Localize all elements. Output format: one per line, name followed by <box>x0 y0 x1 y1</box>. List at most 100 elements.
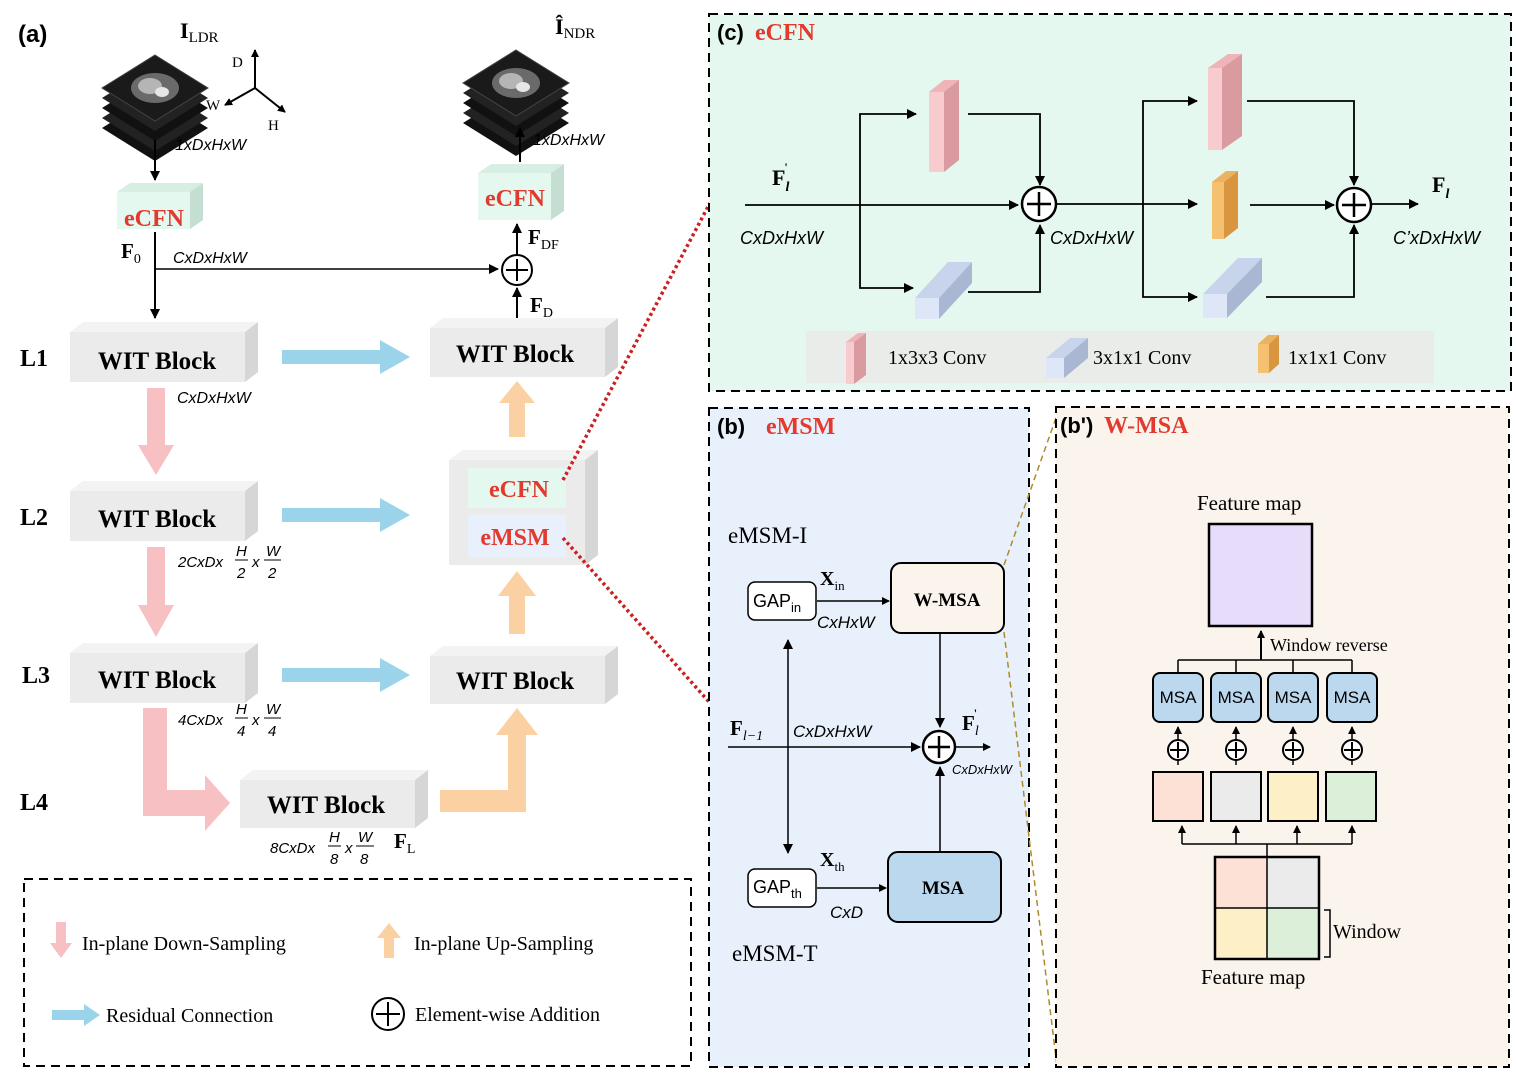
down-sampling-arrows <box>138 388 230 831</box>
input-label: ILDR <box>180 18 219 46</box>
panel-a: (a) ILDR D W H 1xDxHxW e <box>18 14 712 868</box>
msa-box-1: MSA <box>1152 672 1204 723</box>
gap-in-box: GAPin <box>747 581 817 621</box>
svg-text:H: H <box>236 701 247 718</box>
conv-1x3x3-b <box>1208 54 1242 150</box>
panel-a-label: (a) <box>18 21 47 48</box>
wit-block-l4: WIT Block <box>240 770 428 828</box>
conv-legend-3x1x1-icon <box>1046 338 1088 378</box>
c-fin-label: Fl' <box>772 160 789 195</box>
legend-up-text: In-plane Up-Sampling <box>414 933 593 955</box>
dim-f0: CxDxHxW <box>173 250 249 267</box>
svg-text:H: H <box>329 829 340 846</box>
c-fout-label: Fl <box>1432 172 1449 202</box>
xin-label: Xin <box>820 568 845 593</box>
wmsa-zoom-line-bottom <box>1003 631 1058 1067</box>
wit-block-l2: WIT Block <box>70 481 258 541</box>
feature-map-top-label: Feature map <box>1197 491 1301 515</box>
svg-text:W: W <box>266 543 282 560</box>
window-label: Window <box>1333 921 1402 943</box>
emsm-t-label: eMSM-T <box>732 941 818 966</box>
legend-up-icon <box>377 923 401 958</box>
dim-input: 1xDxHxW <box>175 137 248 154</box>
emsm-zoom-line <box>561 536 712 705</box>
b-add-node <box>921 729 957 765</box>
wit-block-l3-text: WIT Block <box>98 667 216 694</box>
wit-block-l1: WIT Block <box>70 322 258 382</box>
svg-text:x: x <box>251 712 260 729</box>
svg-text:MSA: MSA <box>1275 688 1313 707</box>
output-volume-image <box>462 49 570 156</box>
b-fout-label: Fl' <box>962 706 979 739</box>
svg-text:4CxDx: 4CxDx <box>178 712 224 729</box>
svg-text:x: x <box>344 840 353 857</box>
legend-add-icon <box>371 997 405 1031</box>
residual-arrows <box>282 340 410 692</box>
conv-legend-bar <box>806 331 1434 383</box>
legend-residual-icon <box>52 1004 100 1026</box>
level-label-l1: L1 <box>20 346 48 372</box>
wit-block-r1-text: WIT Block <box>456 341 574 368</box>
ecfn-tail-block <box>478 164 564 220</box>
axis-w-label: W <box>206 98 221 114</box>
wit-block-r3: WIT Block <box>430 646 618 704</box>
conv-3x1x1-b <box>1203 258 1262 318</box>
panel-bp-title: W-MSA <box>1104 413 1189 439</box>
svg-text:MSA: MSA <box>1218 688 1256 707</box>
axis-h-label: H <box>268 118 279 134</box>
window-token-1 <box>1152 771 1204 822</box>
msa-box-4: MSA <box>1326 672 1378 723</box>
fl-label: FL <box>394 829 415 857</box>
ecfn-zoom-line <box>561 202 712 481</box>
f0-label: F0 <box>121 239 141 267</box>
fdf-label: FDF <box>528 225 559 253</box>
msa-box: MSA <box>887 851 1002 923</box>
output-label: ÎNDR <box>555 14 595 42</box>
dim-l2: 2CxDx H 2 x W 2 <box>177 543 282 582</box>
svg-text:4: 4 <box>268 723 276 740</box>
ecfn-emsm-block: eCFN eMSM <box>449 450 598 565</box>
emsm-i-label: eMSM-I <box>728 523 807 548</box>
panel-b-title: eMSM <box>766 414 835 440</box>
axes-icon <box>224 49 286 113</box>
b-dim-in: CxDxHxW <box>793 722 873 741</box>
dim-output: 1xDxHxW <box>533 132 606 149</box>
panel-b-label: (b) <box>717 414 745 439</box>
dim-chw: CxHxW <box>817 613 877 632</box>
ecfn-head-text: eCFN <box>124 206 185 232</box>
axis-d-label: D <box>232 55 243 71</box>
dim-l1: CxDxHxW <box>177 390 253 407</box>
panel-c: (c) eCFN Fl' CxDxHxW CxDxHxW <box>708 13 1512 392</box>
svg-text:8: 8 <box>360 851 369 868</box>
window-token-3 <box>1267 771 1319 822</box>
conv-legend-1x3x3-icon <box>846 333 866 384</box>
window-token-4 <box>1325 771 1377 822</box>
wit-block-l3: WIT Block <box>70 643 258 703</box>
svg-text:W: W <box>266 701 282 718</box>
legend-down-text: In-plane Down-Sampling <box>82 933 286 955</box>
legend-add-text: Element-wise Addition <box>415 1004 600 1026</box>
panel-b: (b) eMSM eMSM-I GAPin Xin CxHxW W-MSA Fl… <box>708 407 1030 1068</box>
svg-text:4: 4 <box>237 723 245 740</box>
mid-emsm-text: eMSM <box>480 525 549 551</box>
legend-down-icon <box>50 922 72 958</box>
ecfn-tail-text: eCFN <box>485 186 546 212</box>
fl1-label: Fl−1 <box>730 716 763 744</box>
feature-map-bottom-label: Feature map <box>1201 965 1305 989</box>
mid-ecfn-text: eCFN <box>489 477 550 503</box>
panel-b-prime: (b') W-MSA Feature map Window reverse MS… <box>1055 406 1510 1068</box>
svg-text:MSA: MSA <box>1160 688 1198 707</box>
wit-block-r3-text: WIT Block <box>456 668 574 695</box>
conv-legend-1x1x1-text: 1x1x1 Conv <box>1288 347 1386 369</box>
svg-text:2: 2 <box>267 565 277 582</box>
c-add-node-2 <box>1335 186 1373 224</box>
dim-l3: 4CxDx H 4 x W 4 <box>178 701 282 740</box>
wit-block-l2-text: WIT Block <box>98 506 216 533</box>
window-reverse-label: Window reverse <box>1270 635 1388 655</box>
wit-block-r1: WIT Block <box>430 318 618 377</box>
svg-text:2: 2 <box>236 565 246 582</box>
c-dim-mid: CxDxHxW <box>1050 228 1135 248</box>
add-node-a <box>501 254 533 286</box>
msa-box-2: MSA <box>1210 672 1262 723</box>
feature-map-output <box>1207 522 1314 628</box>
